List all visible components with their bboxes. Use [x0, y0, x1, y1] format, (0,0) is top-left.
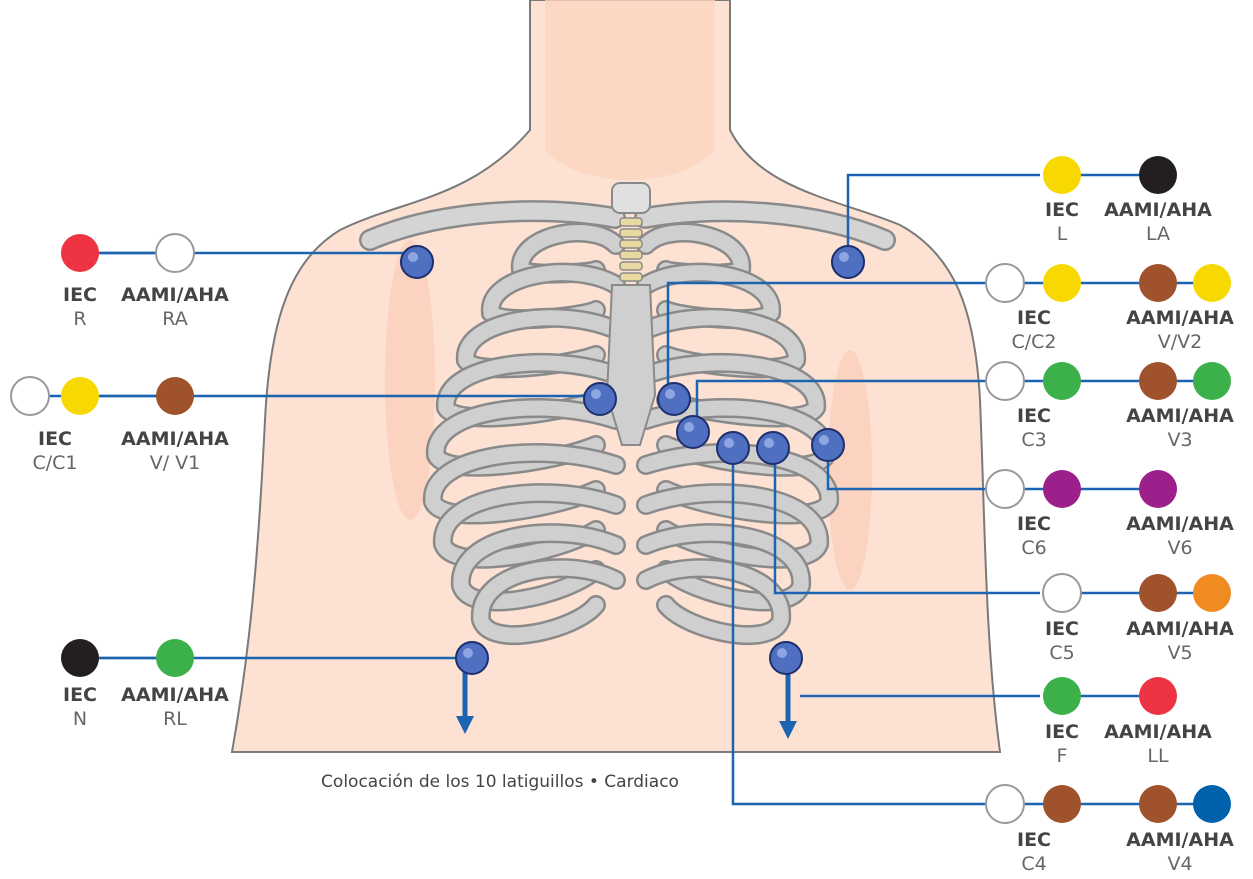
- aha-lead-code: V3: [1110, 428, 1250, 452]
- electrode-v1: [584, 383, 616, 415]
- aha-label-v6: AAMI/AHAV6: [1110, 512, 1250, 560]
- aha-standard-name: AAMI/AHA: [105, 427, 245, 451]
- lead-wire: [733, 448, 985, 804]
- aha-standard-name: AAMI/AHA: [1088, 198, 1228, 222]
- iec-color-swatch-yellow: [1043, 264, 1081, 302]
- aha-color-swatch-brown: [1139, 264, 1177, 302]
- arrow-head: [456, 716, 474, 734]
- electrode-v4: [717, 432, 749, 464]
- aha-standard-name: AAMI/AHA: [1088, 720, 1228, 744]
- lead-ra: [61, 234, 433, 278]
- aha-standard-name: AAMI/AHA: [1110, 404, 1250, 428]
- iec-color-swatch-white: [1043, 574, 1081, 612]
- iec-standard-name: IEC: [964, 404, 1104, 428]
- aha-standard-name: AAMI/AHA: [105, 683, 245, 707]
- aha-color-swatch-brown: [156, 377, 194, 415]
- diagram-caption: Colocación de los 10 latiguillos • Cardi…: [0, 772, 1000, 792]
- aha-color-swatch-blue: [1193, 785, 1231, 823]
- aha-lead-code: LA: [1088, 222, 1228, 246]
- aha-color-swatch-brown: [1139, 362, 1177, 400]
- iec-standard-name: IEC: [964, 828, 1104, 852]
- electrode-highlight: [591, 389, 601, 399]
- aha-standard-name: AAMI/AHA: [105, 283, 245, 307]
- iec-color-swatch-white: [986, 362, 1024, 400]
- iec-color-swatch-green: [1043, 677, 1081, 715]
- arrow-head: [779, 721, 797, 739]
- aha-label-v2: AAMI/AHAV/V2: [1110, 306, 1250, 354]
- aha-color-swatch-brown: [1139, 785, 1177, 823]
- iec-lead-code: C6: [964, 536, 1104, 560]
- aha-color-swatch-yellow: [1193, 264, 1231, 302]
- electrode-v5: [757, 432, 789, 464]
- electrode-highlight: [684, 422, 694, 432]
- electrode-highlight: [764, 438, 774, 448]
- lead-v1: [11, 377, 616, 415]
- iec-color-swatch-white: [986, 264, 1024, 302]
- iec-color-swatch-purple: [1043, 470, 1081, 508]
- iec-lead-code: C/C2: [964, 330, 1104, 354]
- aha-color-swatch-green: [1193, 362, 1231, 400]
- aha-lead-code: V/V2: [1110, 330, 1250, 354]
- iec-lead-code: C3: [964, 428, 1104, 452]
- electrode-highlight: [819, 435, 829, 445]
- electrode-highlight: [408, 252, 418, 262]
- iec-color-swatch-white: [11, 377, 49, 415]
- electrode-la: [832, 246, 864, 278]
- aha-lead-code: LL: [1088, 744, 1228, 768]
- electrode-highlight: [665, 389, 675, 399]
- aha-lead-code: V4: [1110, 852, 1250, 876]
- aha-lead-code: V6: [1110, 536, 1250, 560]
- aha-color-swatch-brown: [1139, 574, 1177, 612]
- iec-color-swatch-white: [986, 470, 1024, 508]
- aha-standard-name: AAMI/AHA: [1110, 306, 1250, 330]
- iec-color-swatch-black: [61, 639, 99, 677]
- iec-color-swatch-yellow: [1043, 156, 1081, 194]
- aha-standard-name: AAMI/AHA: [1110, 512, 1250, 536]
- aha-color-swatch-green: [156, 639, 194, 677]
- lead-wire: [697, 381, 985, 431]
- iec-standard-name: IEC: [964, 512, 1104, 536]
- electrode-ra: [401, 246, 433, 278]
- iec-color-swatch-brown: [1043, 785, 1081, 823]
- aha-lead-code: V5: [1110, 641, 1250, 665]
- iec-lead-code: C4: [964, 852, 1104, 876]
- electrode-highlight: [724, 438, 734, 448]
- aha-color-swatch-red: [1139, 677, 1177, 715]
- aha-color-swatch-purple: [1139, 470, 1177, 508]
- lead-wire: [828, 445, 985, 489]
- aha-standard-name: AAMI/AHA: [1110, 828, 1250, 852]
- aha-color-swatch-white: [156, 234, 194, 272]
- electrode-rl: [456, 642, 488, 674]
- electrode-v3: [677, 416, 709, 448]
- iec-standard-name: IEC: [964, 306, 1104, 330]
- aha-lead-code: V/ V1: [105, 451, 245, 475]
- aha-standard-name: AAMI/AHA: [1110, 617, 1250, 641]
- iec-color-swatch-yellow: [61, 377, 99, 415]
- electrode-ll: [770, 642, 802, 674]
- electrode-v2: [658, 383, 690, 415]
- aha-label-v5: AAMI/AHAV5: [1110, 617, 1250, 665]
- electrode-highlight: [839, 252, 849, 262]
- electrode-highlight: [463, 648, 473, 658]
- aha-label-la: AAMI/AHALA: [1088, 198, 1228, 246]
- aha-lead-code: RL: [105, 707, 245, 731]
- iec-color-swatch-red: [61, 234, 99, 272]
- electrode-v6: [812, 429, 844, 461]
- iec-color-swatch-green: [1043, 362, 1081, 400]
- aha-color-swatch-orange: [1193, 574, 1231, 612]
- aha-color-swatch-black: [1139, 156, 1177, 194]
- electrode-highlight: [777, 648, 787, 658]
- aha-lead-code: RA: [105, 307, 245, 331]
